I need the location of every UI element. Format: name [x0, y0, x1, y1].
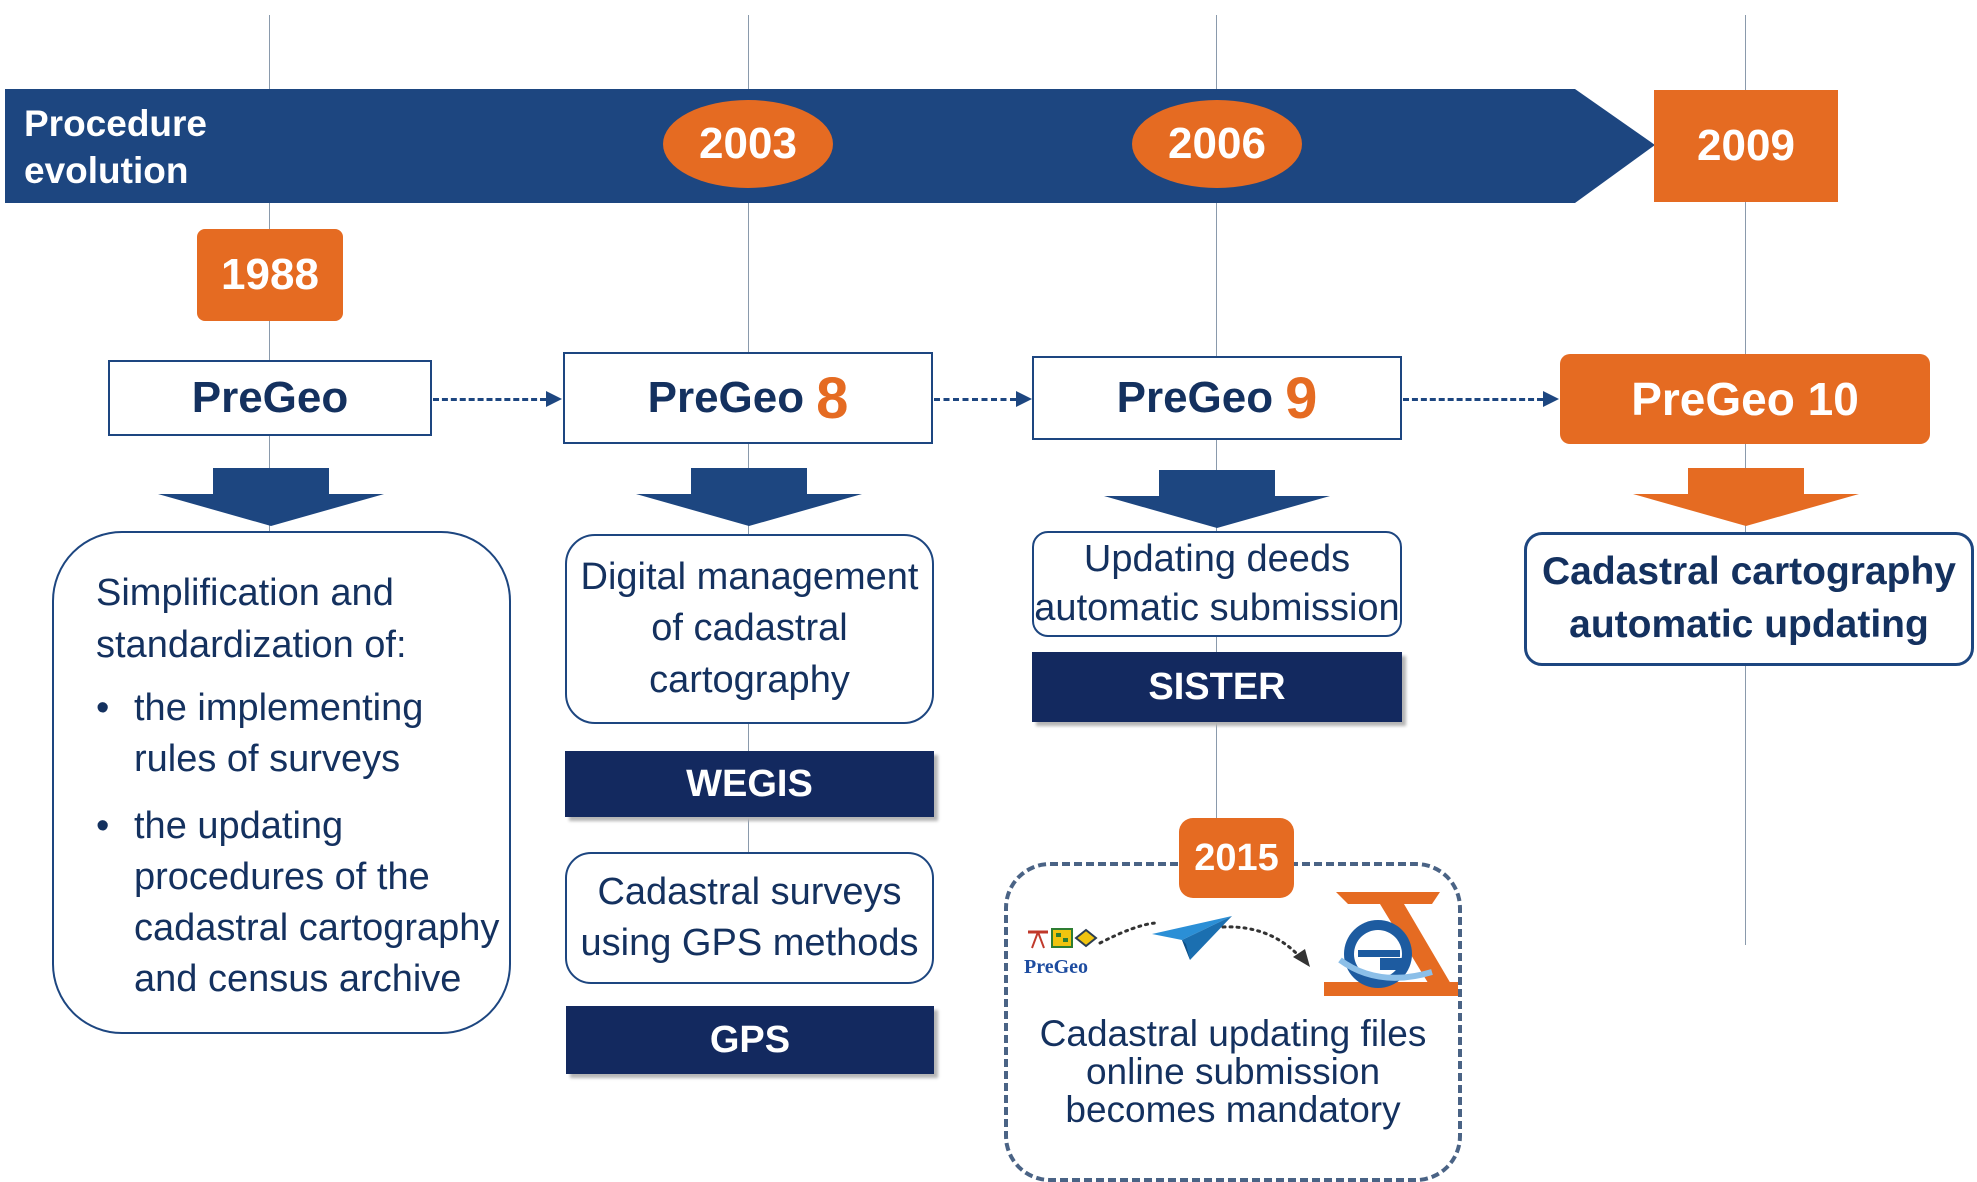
year-badge-2006: 2006 [1132, 100, 1302, 188]
bullet-item: • the updating procedures of the cadastr… [96, 801, 499, 1005]
gps-surveys-box: Cadastral surveys using GPS methods [565, 852, 934, 984]
gps-tag: GPS [566, 1006, 934, 1074]
pregeo-version-box: PreGeo [108, 360, 432, 436]
pregeo-8-number: 8 [816, 365, 849, 431]
timeline-title-line1: Procedure [24, 103, 208, 144]
bullet-2-line1: the updating [134, 805, 344, 847]
connector-9-10-arrowhead [1543, 391, 1559, 407]
year-badge-2003: 2003 [663, 100, 833, 188]
year-badge-2009: 2009 [1654, 90, 1838, 202]
digital-management-line1: Digital management [580, 556, 919, 599]
pregeo-9-number: 9 [1285, 365, 1318, 431]
online-submission-text: Cadastral updating files online submissi… [1010, 1015, 1456, 1129]
gps-surveys-line1: Cadastral surveys [597, 870, 902, 913]
simplification-intro: Simplification and standardization of: [96, 567, 407, 671]
bullet-1-line2: rules of surveys [134, 738, 401, 780]
connector-1-8-arrowhead [546, 391, 562, 407]
down-arrow-1988 [158, 468, 384, 526]
simplification-box: Simplification and standardization of: •… [52, 531, 511, 1034]
bullet-2-line4: and census archive [134, 958, 462, 1000]
pregeo-10-label: PreGeo 10 [1631, 373, 1859, 425]
year-badge-2015: 2015 [1179, 818, 1294, 898]
dotted-flow-arrows [1098, 921, 1310, 967]
agency-logo-icon [1324, 892, 1458, 996]
online-submission-panel [1004, 862, 1462, 1182]
pregeo-8-label: PreGeo [647, 373, 805, 422]
digital-management-line3: cartography [649, 658, 850, 701]
down-arrow-2009 [1633, 468, 1859, 526]
bullet-text-1: the implementing rules of surveys [134, 683, 423, 785]
down-arrow-2006 [1104, 470, 1330, 528]
bullet-1-line1: the implementing [134, 687, 424, 729]
updating-deeds-box: Updating deeds automatic submission [1032, 531, 1402, 637]
connector-8-9 [934, 398, 1016, 401]
pregeo-9-label: PreGeo [1116, 373, 1274, 422]
online-submission-line3: becomes mandatory [1065, 1089, 1401, 1130]
simplification-intro-line1: Simplification and [96, 572, 394, 614]
simplification-intro-line2: standardization of: [96, 624, 407, 666]
digital-management-box: Digital management of cadastral cartogra… [565, 534, 934, 724]
bullet-text-2: the updating procedures of the cadastral… [134, 801, 499, 1005]
pregeo-logo-icon [1028, 928, 1098, 949]
timeline-title: Procedure evolution [24, 100, 207, 194]
connector-9-10 [1403, 398, 1543, 401]
cartography-updating-line1: Cadastral cartography [1542, 550, 1956, 594]
cartography-updating-box: Cadastral cartography automatic updating [1524, 532, 1974, 666]
connector-8-9-arrowhead [1016, 391, 1032, 407]
bullet-2-line3: cadastral cartography [134, 907, 500, 949]
wegis-tag: WEGIS [565, 751, 934, 817]
connector-1-8 [433, 398, 546, 401]
updating-deeds-line1: Updating deeds [1083, 537, 1351, 580]
online-submission-line1: Cadastral updating files [1039, 1013, 1427, 1054]
gps-surveys-line2: using GPS methods [580, 922, 919, 964]
pregeo-version-label: PreGeo [191, 373, 349, 422]
updating-deeds-line2: automatic submission [1034, 587, 1400, 629]
pregeo-10-box: PreGeo 10 [1560, 354, 1930, 444]
paper-plane-icon [1152, 916, 1232, 960]
pregeo-logo: PreGeo [1024, 926, 1104, 978]
digital-management-line2: of cadastral [651, 607, 848, 650]
online-submission-line2: online submission [1085, 1051, 1381, 1092]
bullet-icon: • [96, 805, 110, 847]
bullet-2-line2: procedures of the [134, 856, 430, 898]
year-badge-1988: 1988 [197, 229, 343, 321]
down-arrow-2003 [636, 468, 862, 526]
bullet-icon: • [96, 687, 110, 729]
timeline-title-line2: evolution [24, 150, 189, 191]
sister-tag: SISTER [1032, 652, 1402, 722]
bullet-item: • the implementing rules of surveys [96, 683, 423, 785]
pregeo-logo-text: PreGeo [1024, 956, 1089, 978]
cartography-updating-line2: automatic updating [1569, 603, 1929, 646]
